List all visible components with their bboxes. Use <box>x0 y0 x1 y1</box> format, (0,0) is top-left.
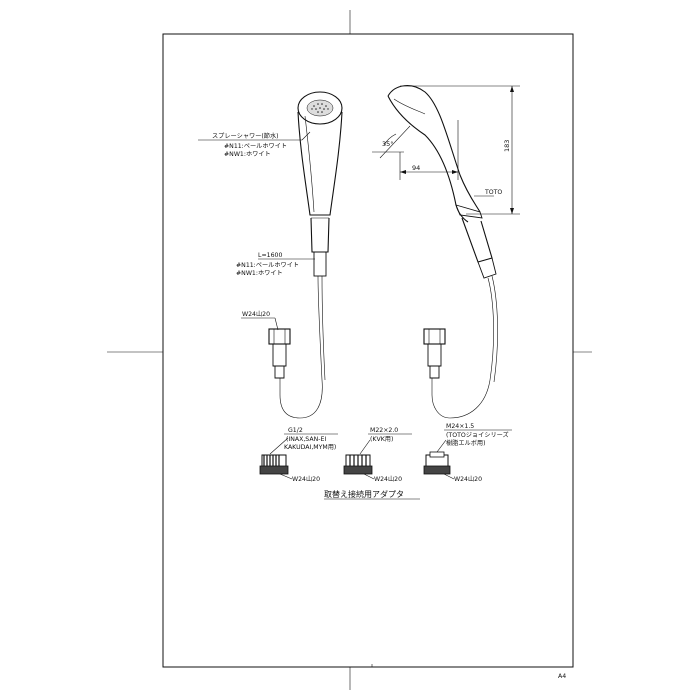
hose-color-label-1: #N11:ペールホワイト <box>236 262 299 269</box>
hose-length-label: L=1600 <box>258 252 282 259</box>
shower-head-front-view <box>279 91 343 419</box>
side-angle-dimension: 35° <box>382 140 394 148</box>
side-width-dimension: 94 <box>412 164 420 172</box>
brand-label: TOTO <box>484 189 502 196</box>
adapter-1-nut: W24山20 <box>292 475 320 483</box>
adapter-3-thread: M24×1.5 <box>446 423 474 430</box>
sheet-border <box>162 33 574 668</box>
adapter-2-nut: W24山20 <box>374 475 402 483</box>
adapter-3-nut: W24山20 <box>454 475 482 483</box>
adapter-m24 <box>423 439 455 480</box>
adapter-1-fit-2: KAKUDAI,MYM用) <box>284 444 336 451</box>
side-height-dimension: 183 <box>503 140 511 152</box>
sheet-size-label: A4 <box>558 673 566 680</box>
head-color-label-1: #N11:ペールホワイト <box>224 143 287 150</box>
left-nut-label: W24山20 <box>242 310 270 318</box>
shower-head-side-view <box>387 85 498 419</box>
adapter-2-fit-1: (KVK用) <box>370 436 393 443</box>
head-name-label: スプレーシャワー(節水) <box>212 132 279 140</box>
side-view-dimensions <box>372 85 520 215</box>
adapter-3-fit-1: (TOTOジョイシリーズ <box>446 431 509 439</box>
adapter-2-thread: M22×2.0 <box>370 427 398 434</box>
adapter-3-fit-2: 樹脂エルボ用) <box>446 439 486 447</box>
adapter-m22 <box>343 439 375 480</box>
registration-marks <box>107 10 592 690</box>
left-nut-fitting <box>268 328 291 379</box>
right-nut-fitting <box>423 328 446 379</box>
adapter-1-fit-1: (INAX,SAN-EI <box>286 436 326 443</box>
adapter-g12 <box>259 437 293 480</box>
adapter-caption: 取替え接続用アダプタ <box>324 489 404 499</box>
hose-color-label-2: #NW1:ホワイト <box>236 270 283 277</box>
adapter-1-thread: G1/2 <box>288 427 303 434</box>
head-color-label-2: #NW1:ホワイト <box>224 151 271 158</box>
